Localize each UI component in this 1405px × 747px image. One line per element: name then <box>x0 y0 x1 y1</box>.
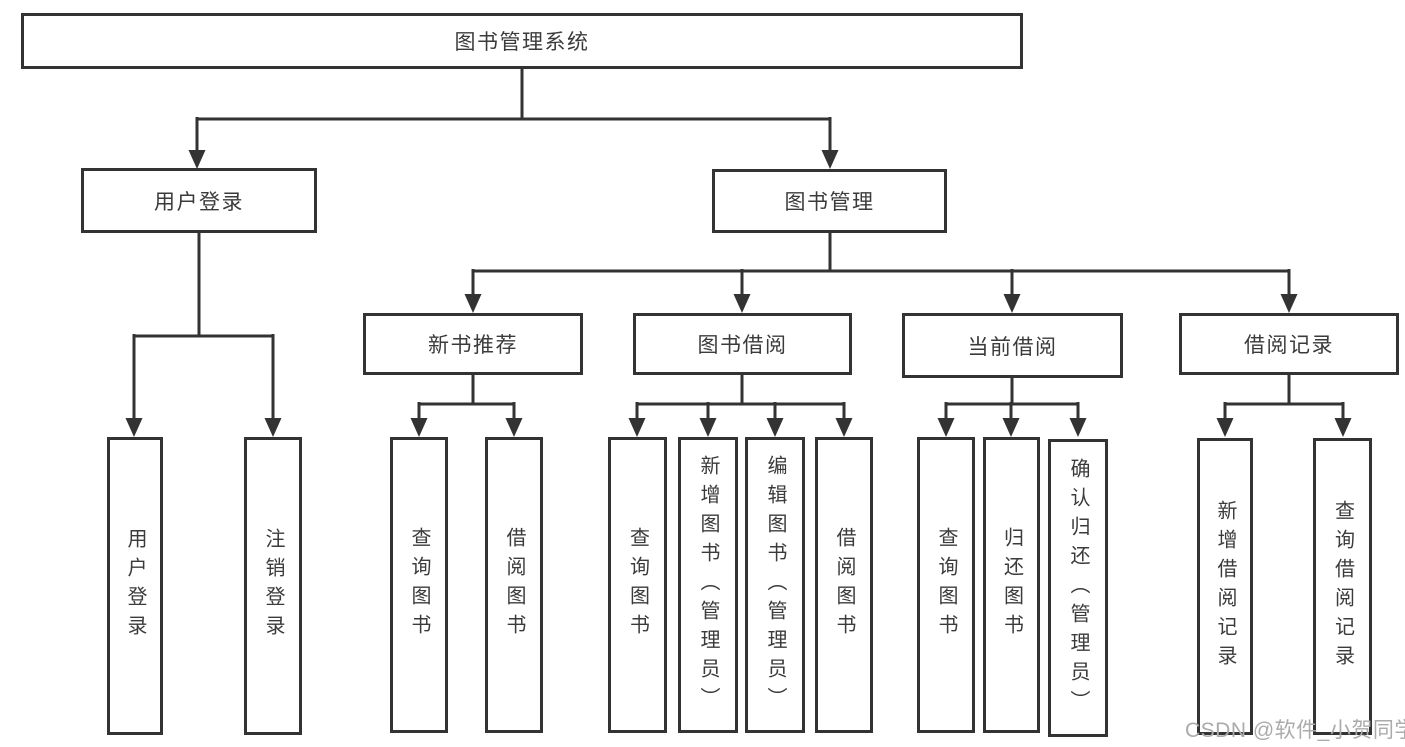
node-edit-book-admin: 编辑图书（管理员） <box>745 437 805 733</box>
node-label: 用户登录 <box>154 190 244 214</box>
node-new-book-recommendation: 新书推荐 <box>363 313 583 375</box>
node-label: 借阅记录 <box>1244 334 1334 357</box>
node-label: 用户登录 <box>124 528 146 644</box>
node-query-books-recommend: 查询图书 <box>390 437 448 733</box>
node-label: 新增图书（管理员） <box>697 454 719 716</box>
node-query-books-borrow: 查询图书 <box>608 437 667 733</box>
node-label: 新增借阅记录 <box>1214 499 1236 674</box>
node-borrowing-records: 借阅记录 <box>1179 313 1399 375</box>
node-query-books-current: 查询图书 <box>917 437 975 733</box>
node-label: 图书管理 <box>784 191 875 214</box>
node-borrow-books-recommend: 借阅图书 <box>485 437 543 733</box>
node-label: 编辑图书（管理员） <box>764 454 786 716</box>
node-label: 图书借阅 <box>697 334 788 357</box>
node-add-borrow-record: 新增借阅记录 <box>1197 438 1253 735</box>
node-label: 借阅图书 <box>833 527 855 643</box>
node-current-borrowing: 当前借阅 <box>902 313 1123 378</box>
node-book-borrowing: 图书借阅 <box>633 313 852 375</box>
node-book-management: 图书管理 <box>712 169 947 233</box>
node-label: 当前借阅 <box>967 335 1058 359</box>
node-label: 新书推荐 <box>428 334 518 357</box>
node-logout-action: 注销登录 <box>244 437 302 735</box>
node-label: 查询图书 <box>408 527 430 643</box>
node-label: 确认归还（管理员） <box>1067 457 1089 719</box>
node-borrow-books-action: 借阅图书 <box>815 437 873 733</box>
node-query-borrow-record: 查询借阅记录 <box>1313 438 1372 735</box>
node-library-management-system: 图书管理系统 <box>21 13 1023 69</box>
node-label: 注销登录 <box>262 528 284 644</box>
node-return-books: 归还图书 <box>983 437 1040 733</box>
node-user-login: 用户登录 <box>81 168 317 233</box>
node-add-book-admin: 新增图书（管理员） <box>678 437 738 733</box>
node-label: 查询图书 <box>935 527 957 643</box>
csdn-watermark: CSDN @软件_小贺同学 <box>1185 719 1405 742</box>
node-confirm-return-admin: 确认归还（管理员） <box>1048 439 1108 737</box>
node-label: 图书管理系统 <box>454 31 590 54</box>
node-label: 查询图书 <box>626 527 649 643</box>
arrowheads <box>125 150 1352 437</box>
node-label: 查询借阅记录 <box>1331 499 1354 674</box>
node-label: 归还图书 <box>1000 527 1023 643</box>
node-label: 借阅图书 <box>503 527 525 643</box>
node-user-login-action: 用户登录 <box>107 437 163 735</box>
